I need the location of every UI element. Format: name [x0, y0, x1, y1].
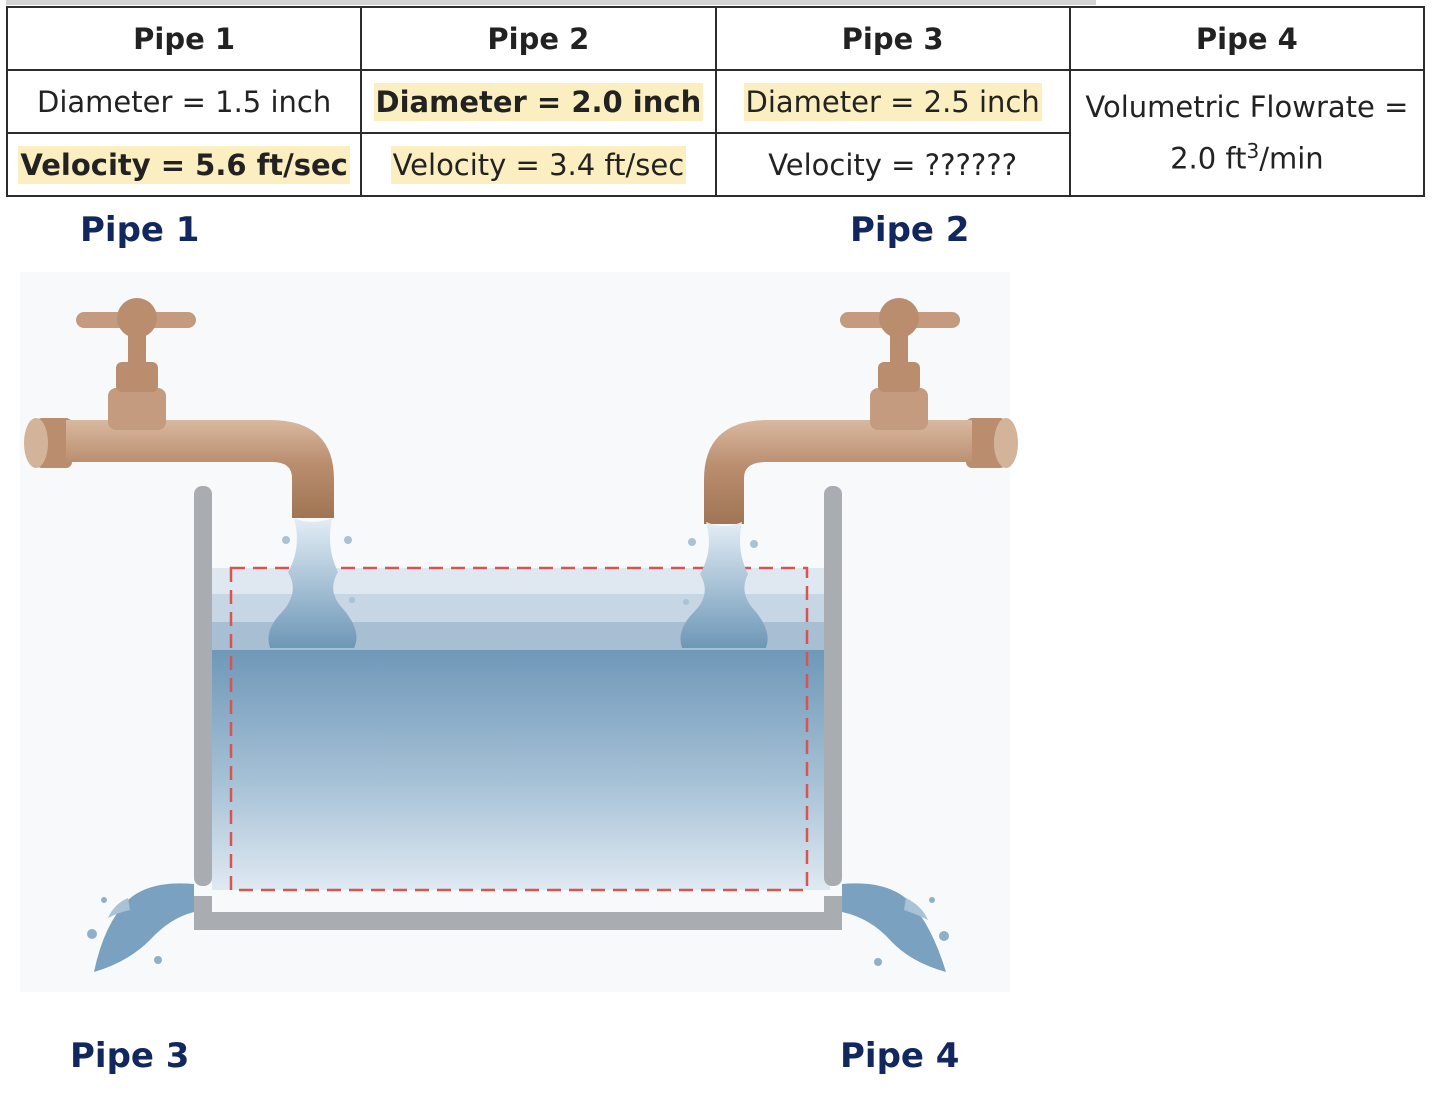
- cell-pipe2-diameter: Diameter = 2.0 inch: [360, 69, 717, 134]
- cell-pipe3-velocity: Velocity = ??????: [714, 132, 1071, 197]
- diameter-row: Diameter = 1.5 inch Diameter = 2.0 inch …: [5, 69, 1426, 197]
- faucet-1-handle-knob: [117, 298, 157, 338]
- outflow-pipe-3: [94, 883, 194, 972]
- droplet: [750, 540, 758, 548]
- label-pipe-2: Pipe 2: [850, 210, 970, 250]
- flowrate-exponent: 3: [1246, 139, 1260, 164]
- outflow-splash: [904, 898, 928, 920]
- pipe4-flowrate-value: 2.0 ft3/min: [1071, 129, 1423, 181]
- header-pipe-1: Pipe 1: [5, 6, 363, 71]
- droplet: [688, 538, 696, 546]
- faucet-1-body: [108, 388, 166, 430]
- faucet-1-inlet-face: [24, 418, 48, 468]
- droplet: [683, 599, 689, 605]
- faucet-2-body: [870, 388, 928, 430]
- stream-pipe-2: [680, 522, 768, 648]
- flowrate-unit: /min: [1259, 141, 1324, 176]
- droplet: [874, 958, 882, 966]
- pipe-data-table: Pipe 1 Pipe 2 Pipe 3 Pipe 4 Diameter = 1…: [5, 6, 1426, 197]
- top-strip: [6, 0, 1096, 5]
- label-pipe-1: Pipe 1: [80, 210, 200, 250]
- velocity-row: Velocity = 5.6 ft/sec Velocity = 3.4 ft/…: [5, 132, 1424, 197]
- header-pipe-3: Pipe 3: [714, 6, 1071, 71]
- faucet-2-spout: [704, 420, 972, 524]
- header-row: Pipe 1 Pipe 2 Pipe 3 Pipe 4: [5, 6, 1426, 71]
- tank-right-wall: [824, 486, 842, 886]
- cell-pipe1-velocity: Velocity = 5.6 ft/sec: [5, 132, 363, 197]
- pipe1-velocity: Velocity = 5.6 ft/sec: [18, 145, 350, 184]
- droplet: [939, 931, 949, 941]
- tank-water: [212, 650, 830, 890]
- tank-left-wall: [194, 486, 212, 886]
- tank-diagram-svg: [20, 272, 1018, 992]
- cell-pipe1-diameter: Diameter = 1.5 inch: [5, 69, 363, 134]
- pipe3-velocity: Velocity = ??????: [768, 147, 1018, 182]
- outflow-pipe-4: [842, 883, 946, 972]
- faucet-pipe-2: [704, 298, 1018, 524]
- header-pipe-4: Pipe 4: [1068, 6, 1426, 71]
- tank-diagram: Pipe 1 Pipe 2 Pipe 3 Pipe 4: [0, 198, 1442, 1100]
- droplet: [929, 897, 935, 903]
- pipe2-velocity: Velocity = 3.4 ft/sec: [390, 145, 687, 184]
- pipe3-diameter: Diameter = 2.5 inch: [743, 82, 1042, 121]
- droplet: [154, 956, 162, 964]
- pipe2-diameter: Diameter = 2.0 inch: [373, 82, 704, 121]
- label-pipe-3: Pipe 3: [70, 1036, 190, 1076]
- header-pipe-2: Pipe 2: [360, 6, 717, 71]
- cell-pipe2-velocity: Velocity = 3.4 ft/sec: [360, 132, 717, 197]
- faucet-1-stem: [128, 330, 146, 364]
- pipe1-diameter: Diameter = 1.5 inch: [37, 84, 332, 119]
- stream-pipe-1: [268, 518, 357, 648]
- droplet: [344, 536, 352, 544]
- pipe4-flowrate-label: Volumetric Flowrate =: [1085, 90, 1409, 125]
- faucet-pipe-1: [24, 298, 334, 518]
- cell-pipe3-diameter: Diameter = 2.5 inch: [714, 69, 1071, 134]
- control-volume-box: [229, 566, 809, 892]
- droplet: [349, 597, 355, 603]
- flowrate-number: 2.0 ft: [1170, 141, 1247, 176]
- droplet: [101, 897, 107, 903]
- faucet-2-stem: [890, 330, 908, 364]
- outflow-splash: [108, 898, 130, 918]
- label-pipe-4: Pipe 4: [840, 1036, 960, 1076]
- faucet-2-handle-knob: [879, 298, 919, 338]
- faucet-1-bonnet: [116, 362, 158, 392]
- cell-pipe4-flowrate: Volumetric Flowrate = 2.0 ft3/min: [1068, 69, 1426, 197]
- faucet-2-bonnet: [878, 362, 920, 392]
- faucet-1-spout: [66, 420, 334, 518]
- droplet: [282, 536, 290, 544]
- droplet: [87, 929, 97, 939]
- tank-bottom: [194, 896, 842, 930]
- faucet-2-inlet-face: [994, 418, 1018, 468]
